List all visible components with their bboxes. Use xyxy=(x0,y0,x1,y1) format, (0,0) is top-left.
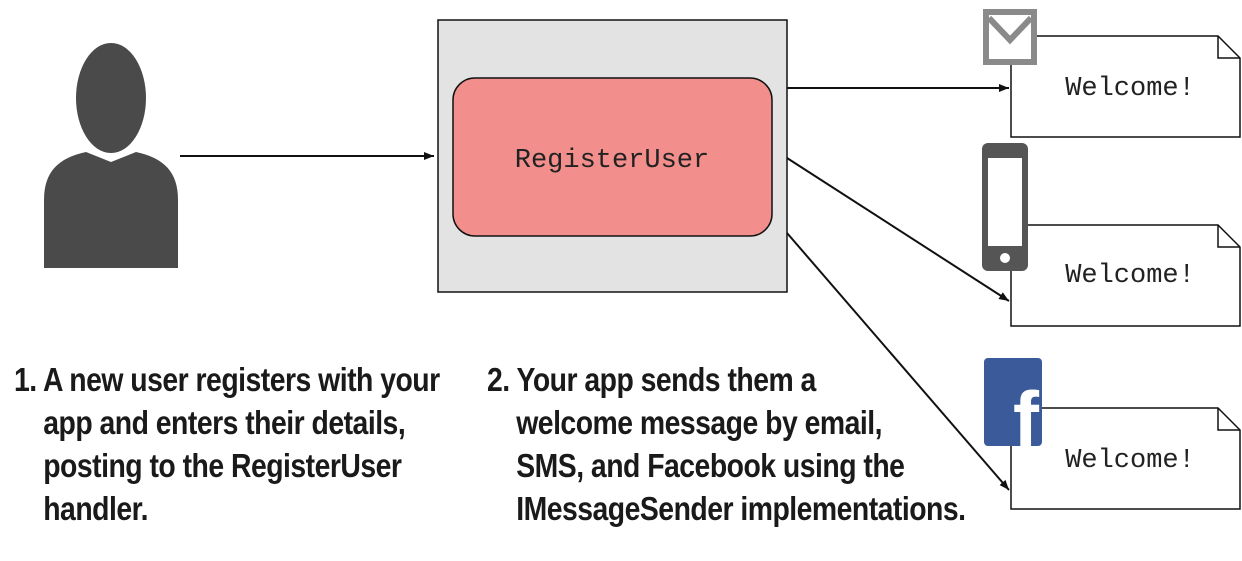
register-user-handler xyxy=(452,77,773,237)
caption-line: SMS, and Facebook using the xyxy=(516,447,905,484)
facebook-glyph: f xyxy=(1013,375,1040,463)
phone-icon xyxy=(982,143,1028,271)
caption-line: posting to the RegisterUser xyxy=(43,447,402,484)
caption-line: 1. A new user registers with your xyxy=(14,361,440,398)
folded-corner xyxy=(1217,408,1240,431)
message-text: Welcome! xyxy=(1065,446,1195,476)
caption-line: 2. Your app sends them a xyxy=(487,361,816,398)
folded-corner xyxy=(1217,225,1240,248)
arrow-to-sms-message xyxy=(786,157,1010,302)
caption-line: app and enters their details, xyxy=(43,404,406,441)
user-silhouette-icon xyxy=(44,43,178,268)
step-1-caption: 1. A new user registers with your app an… xyxy=(14,358,440,530)
step-number: 1. xyxy=(14,361,37,398)
message-card xyxy=(1010,35,1241,138)
message-text: Welcome! xyxy=(1065,74,1195,104)
handler-label: RegisterUser xyxy=(515,146,709,176)
caption-line: IMessageSender implementations. xyxy=(516,490,966,527)
message-text: Welcome! xyxy=(1065,261,1195,291)
caption-line: handler. xyxy=(43,490,148,527)
message-card xyxy=(1010,407,1241,510)
caption-line: welcome message by email, xyxy=(516,404,882,441)
envelope-icon xyxy=(983,9,1037,65)
sms-message: Welcome! xyxy=(1010,224,1241,327)
facebook-icon: f xyxy=(984,358,1042,463)
message-card xyxy=(1010,224,1241,327)
folded-corner xyxy=(1217,36,1240,59)
step-2-caption: 2. Your app sends them a welcome message… xyxy=(487,358,966,530)
facebook-message: Welcome! xyxy=(1010,407,1241,510)
email-message: Welcome! xyxy=(1010,35,1241,138)
arrow-to-facebook-message xyxy=(786,232,1010,491)
step-number: 2. xyxy=(487,361,510,398)
